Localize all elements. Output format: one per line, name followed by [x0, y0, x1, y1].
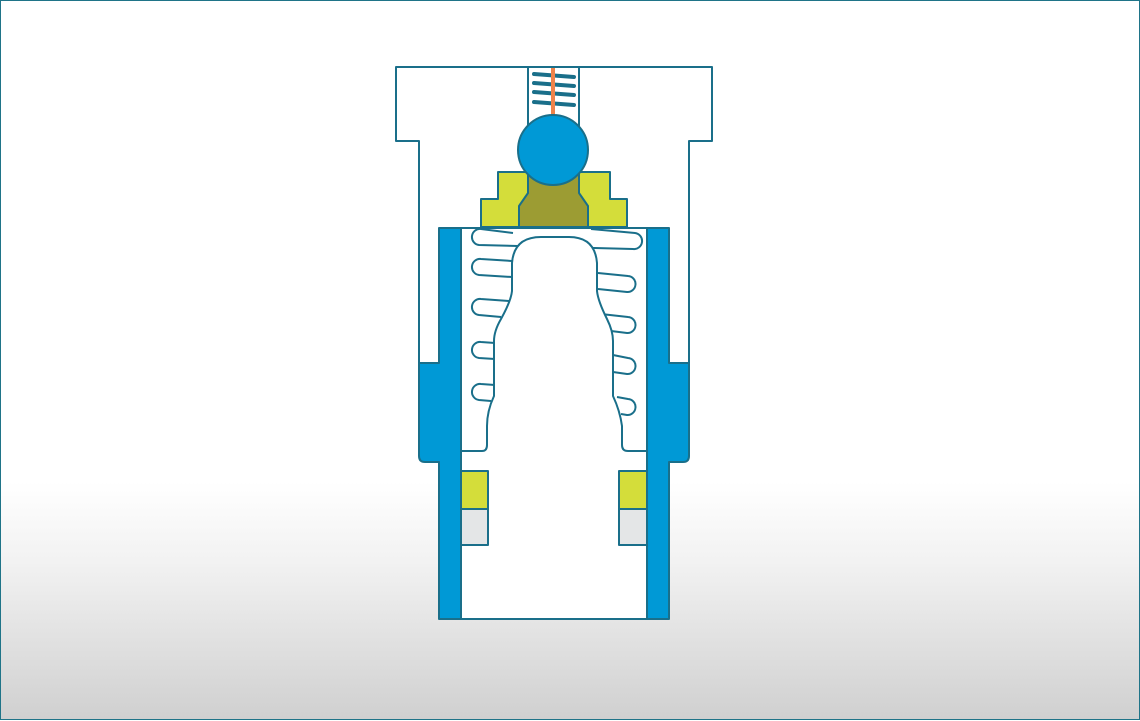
coil-spring	[470, 227, 644, 416]
seal-ring-left-upper	[460, 470, 489, 510]
seal-ring-left-lower	[460, 508, 489, 546]
seal-ring-right-lower	[618, 508, 648, 546]
seal-ring-right-upper	[618, 470, 648, 510]
plunger	[461, 236, 647, 452]
ball	[517, 114, 589, 186]
seat-core	[518, 171, 589, 228]
